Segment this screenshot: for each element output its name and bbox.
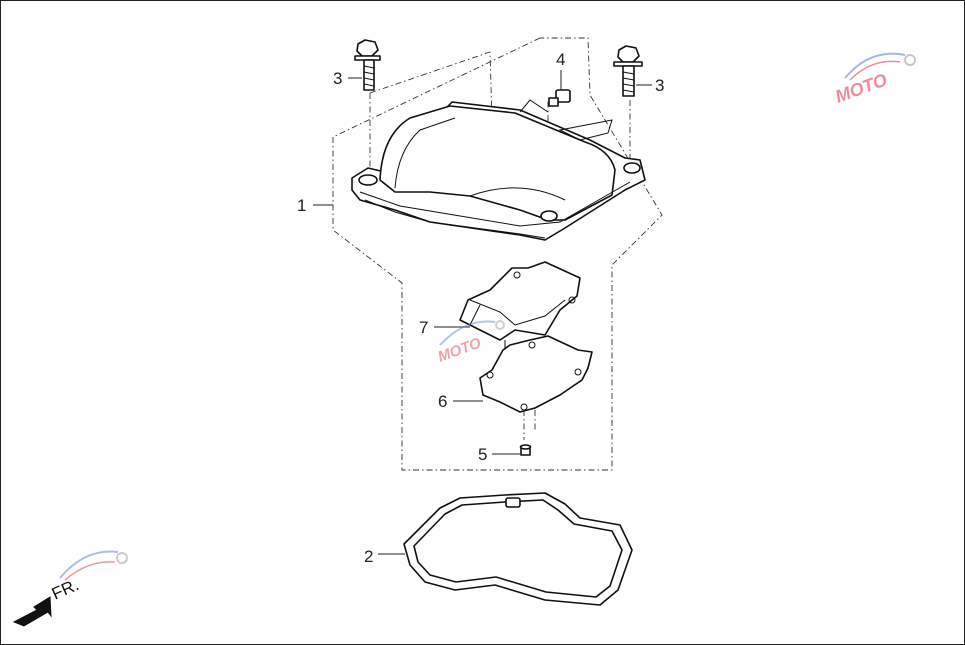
cover-gasket-part [403,492,633,606]
svg-text:MOTO: MOTO [833,70,890,107]
breather-gasket-part [479,335,593,440]
callout-1: 1 [297,196,306,215]
front-arrow-icon [12,596,52,627]
small-screw-part [519,444,532,456]
callout-3-left: 3 [333,69,342,88]
leader-lines [313,70,652,555]
assembly-group-outline [332,37,663,471]
callout-3-right: 3 [655,76,664,95]
callout-7: 7 [419,318,428,337]
svg-text:MOTO: MOTO [436,334,484,365]
callout-2: 2 [364,547,373,566]
moto-watermark-logo-bottom [59,550,128,581]
callout-5: 5 [478,445,487,464]
callout-6: 6 [438,392,447,411]
callout-4: 4 [556,50,565,69]
valve-cover-part [351,99,646,241]
bolt-alignment-lines [369,51,631,175]
flange-bolt-left-part [354,39,381,91]
moto-watermark-logo: MOTO [833,52,916,107]
small-bolt-part [548,89,571,107]
flange-bolt-right-part [613,45,643,97]
